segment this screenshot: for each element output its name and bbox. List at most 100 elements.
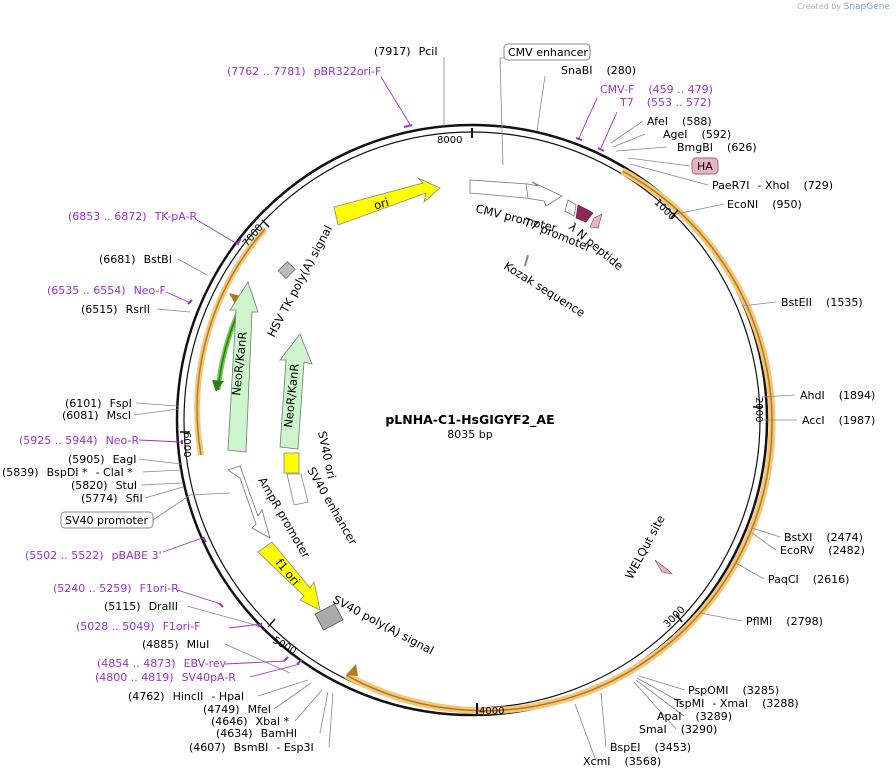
primer-name-neo-r: Neo-R <box>106 434 140 447</box>
enzyme-name-eagi: EagI <box>113 453 137 466</box>
leader-bmgbi <box>615 146 668 152</box>
enzyme-name-smai: SmaI <box>639 723 667 736</box>
enzyme-name-apai: ApaI <box>657 710 682 723</box>
enzyme-name2-esp3i: Esp3I <box>284 741 314 754</box>
enzyme-bamhi: (4634)BamHI <box>216 727 297 740</box>
primer-cmv-f: CMV-F(459 .. 479) <box>600 83 713 96</box>
enzyme-name-fspi: FspI <box>110 397 132 410</box>
tick-mark-5000 <box>267 618 276 628</box>
enzyme-name-bstxi: BstXI <box>784 531 812 544</box>
leader-f1ori-r <box>176 589 222 605</box>
enzyme-sep-bsmbi: - <box>276 741 283 754</box>
enzyme-pos-bsteii: (1535) <box>826 296 863 309</box>
insert-region-arc <box>345 170 773 712</box>
enzyme-name2-clai: ClaI * <box>103 466 133 479</box>
enzyme-sfii: (5774)SfiI <box>81 492 143 505</box>
enzyme-pos-bspei: (3453) <box>654 741 691 754</box>
enzyme-pos-econi: (950) <box>772 198 802 211</box>
primer-mark-f1ori-r <box>218 602 224 608</box>
enzyme-tspmi: TspMI- XmaI(3288) <box>673 697 799 710</box>
leader-smai <box>633 681 677 730</box>
enzyme-name-paer7i: PaeR7I <box>712 179 750 192</box>
primer-mark-sv40pa-r <box>296 659 303 665</box>
enzyme-pos-bstbi: (6681) <box>99 253 136 266</box>
primer-mark-pbabe3 <box>202 536 207 543</box>
leader-sfii <box>144 486 184 499</box>
enzyme-name-bamhi: BamHI <box>261 727 298 740</box>
leader-bsmbi <box>328 692 334 748</box>
enzyme-name-acci: AccI <box>802 414 825 427</box>
enzyme-bsteii: BstEII(1535) <box>781 296 863 309</box>
enzyme-pos-ecorv: (2482) <box>828 544 865 557</box>
kozak-sequence-label: Kozak sequence <box>501 259 587 320</box>
neor-kanr-inner-arrow <box>279 333 313 450</box>
tick-label-6000: 6000 <box>181 432 192 457</box>
primer-name-t7: T7 <box>619 96 634 109</box>
enzyme-pos-ahdi: (1894) <box>839 389 876 402</box>
welqut-site-marker <box>654 559 673 575</box>
enzyme-pspomi: PspOMI(3285) <box>688 684 779 697</box>
neo-green-arrowhead <box>212 380 224 392</box>
cmv-enhancer-label: CMV enhancer <box>508 46 588 59</box>
primer-range-pbr322ori-f: (7762 .. 7781) <box>227 65 306 78</box>
leader-sv40-promoter <box>152 492 231 521</box>
enzyme-pos-bspdi: (5839) <box>2 466 39 479</box>
leader-mfei <box>273 682 312 710</box>
sv40-promoter-box <box>60 511 154 529</box>
welqut-site-label: WELQut site <box>622 513 667 582</box>
enzyme-name-bmgbi: BmgBI <box>677 141 713 154</box>
primer-range-sv40pa-r: (4800 .. 4819) <box>95 671 174 684</box>
enzyme-bspei: BspEI(3453) <box>610 741 691 754</box>
insert-region-arrowhead <box>346 664 358 676</box>
enzyme-name-mlui: MluI <box>187 638 210 651</box>
cmv-enhancer-box <box>503 43 591 61</box>
leader-agei <box>612 133 646 148</box>
enzyme-name-draiii: DraIII <box>149 600 178 613</box>
leader-paer7i <box>629 163 709 186</box>
leader-neo-r <box>138 439 182 443</box>
f1-ori-arrow <box>257 541 321 611</box>
ha-box <box>691 157 719 175</box>
sv40-promoter-block <box>286 473 309 506</box>
leader-pflmi <box>699 612 743 622</box>
primer-name-tk-pa-r: TK-pA-R <box>154 210 198 223</box>
leader-cmv-enhancer <box>499 57 548 166</box>
sv40-polya-label: SV40 poly(A) signal <box>331 592 437 657</box>
tick-mark-7000 <box>261 219 270 228</box>
primer-mark-tk-pa-r <box>236 238 242 245</box>
enzyme-pos-draiii: (5115) <box>104 600 141 613</box>
leader-fspi <box>135 402 179 407</box>
primer-range-f1ori-r: (5240 .. 5259) <box>53 582 132 595</box>
enzyme-acci: AccI(1987) <box>802 414 875 427</box>
primer-t7: T7(553 .. 572) <box>619 96 711 109</box>
leader-sv40pa-r <box>249 663 301 678</box>
leader-tspmi <box>636 677 683 704</box>
enzyme-pos-paer7i: (729) <box>804 179 834 192</box>
enzyme-pos-snabi: (280) <box>607 64 637 77</box>
kozak-sequence-marker <box>524 254 529 267</box>
leader-xbai <box>294 689 323 722</box>
leader-mlui <box>224 643 291 674</box>
primer-mark-ebv-rev <box>283 656 289 662</box>
primer-ebv-rev: (4854 .. 4873)EBV-rev <box>97 657 227 670</box>
enzyme-name2-xmai: XmaI <box>720 697 748 710</box>
t7-promoter-arrow <box>564 199 577 217</box>
primer-mark-neo-f <box>187 299 193 305</box>
primer-marks <box>181 124 605 665</box>
enzyme-xcmi: XcmI(3568) <box>583 755 661 768</box>
enzyme-pos-bmgbi: (626) <box>727 141 757 154</box>
enzyme-name-sfii: SfiI <box>126 492 143 505</box>
enzyme-bspdi: (5839)BspDI *- ClaI * <box>2 466 133 479</box>
leader-pbabe3 <box>162 536 206 553</box>
leader-ecorv <box>751 532 777 551</box>
enzyme-name-msci: MscI <box>107 409 132 422</box>
primer-pbr322ori-f: (7762 .. 7781) pBR322ori-F <box>227 65 381 78</box>
leader-bstxi <box>751 527 781 538</box>
tick-mark-1000 <box>670 209 679 219</box>
leader-xcmi <box>574 703 597 762</box>
plasmid-length: 8035 bp <box>447 428 492 441</box>
enzyme-name-bstbi: BstBI <box>144 253 172 266</box>
primer-name-pbr322ori-f: pBR322ori-F <box>314 65 382 78</box>
enzyme-agei: AgeI(592) <box>663 128 731 141</box>
